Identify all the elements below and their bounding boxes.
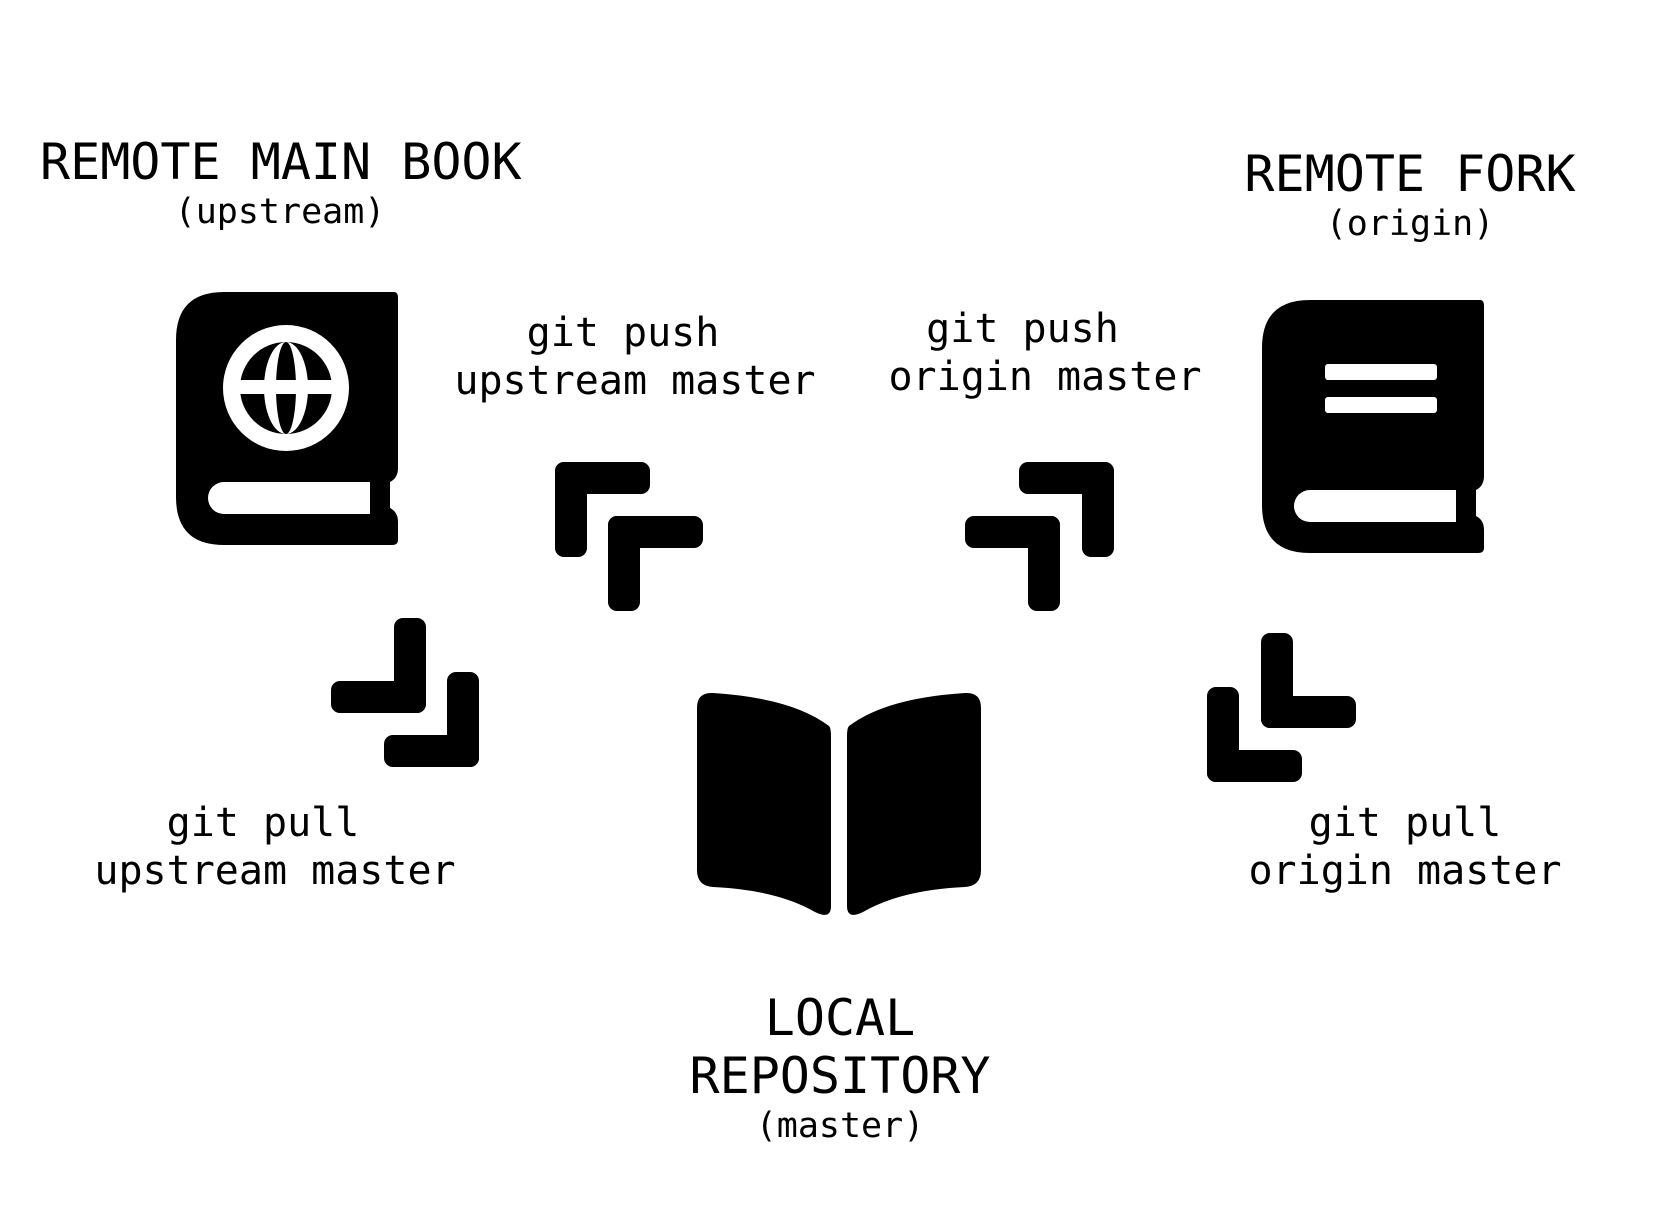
local-subtitle: (master): [755, 1106, 925, 1146]
push-upstream-line2: upstream master: [454, 358, 816, 404]
arrow-up-left-icon[interactable]: [555, 462, 705, 612]
pull-origin-label: git pull origin master: [1240, 803, 1570, 891]
origin-title: REMOTE FORK: [1244, 145, 1576, 203]
upstream-title: REMOTE MAIN BOOK: [40, 133, 522, 191]
local-title-line1: LOCAL: [764, 989, 916, 1047]
pull-upstream-line1: git pull: [166, 800, 360, 846]
origin-subtitle: (origin): [1325, 204, 1495, 244]
open-book-icon: [697, 692, 981, 916]
origin-label: REMOTE FORK (origin): [1220, 149, 1600, 242]
push-upstream-line1: git push: [526, 310, 720, 356]
globe-book-icon: [176, 292, 398, 545]
upstream-label: REMOTE MAIN BOOK (upstream): [40, 133, 522, 232]
push-origin-line1: git push: [926, 306, 1119, 352]
arrow-up-right-icon[interactable]: [965, 462, 1115, 612]
arrow-down-right-icon[interactable]: [331, 618, 481, 768]
upstream-subtitle: (upstream): [174, 192, 386, 232]
local-label: LOCAL REPOSITORY (master): [640, 993, 1040, 1144]
push-origin-line2: origin master: [888, 354, 1202, 400]
arrow-down-left-icon[interactable]: [1207, 633, 1357, 783]
pull-upstream-line2: upstream master: [94, 848, 456, 894]
pull-upstream-label: git pull upstream master: [80, 803, 470, 891]
push-upstream-label: git push upstream master: [440, 313, 830, 401]
book-icon: [1262, 300, 1484, 553]
pull-origin-line2: origin master: [1248, 848, 1562, 894]
local-title-line2: REPOSITORY: [689, 1047, 991, 1105]
pull-origin-line1: git pull: [1308, 800, 1502, 846]
push-origin-label: git push origin master: [880, 309, 1210, 397]
